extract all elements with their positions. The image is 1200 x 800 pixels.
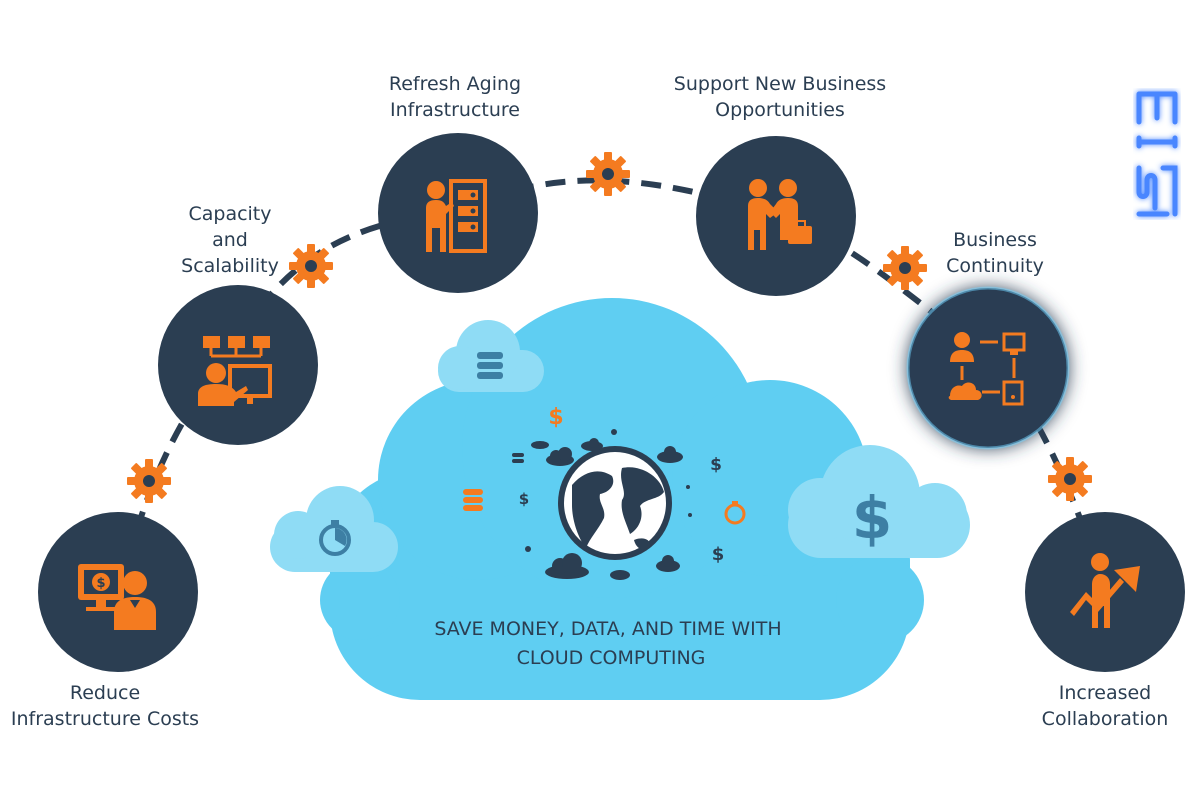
benefit-label-refresh-aging-infrastructure: Refresh Aging Infrastructure	[388, 73, 522, 121]
benefit-label-support-new-business-opportunities: Support New Business Opportunities	[673, 73, 887, 121]
dollar-icon: $	[710, 455, 722, 475]
benefit-capacity-scalability	[158, 285, 318, 445]
dollar-icon: $	[548, 405, 563, 430]
small-cloud-stopwatch	[270, 486, 398, 572]
stopwatch-icon	[319, 520, 351, 556]
stopwatch-icon	[724, 501, 746, 525]
svg-text:$: $	[96, 576, 105, 591]
person-network-monitor-icon	[198, 336, 272, 406]
benefit-business-continuity	[906, 286, 1070, 450]
benefit-label-increased-collaboration: Increased Collaboration	[1041, 682, 1169, 730]
dollar-icon: $	[519, 490, 529, 508]
cloud-headline: SAVE MONEY, DATA, AND TIME WITH CLOUD CO…	[434, 618, 787, 669]
drop-icon	[525, 546, 531, 552]
person-growth-arrow-icon	[1070, 553, 1140, 628]
gear-icon	[586, 152, 630, 196]
tiny-cloud-icon	[657, 446, 683, 463]
person-server-rack-icon	[426, 179, 487, 253]
benefit-label-business-continuity: Business Continuity	[946, 229, 1044, 277]
tiny-cloud-icon	[546, 447, 574, 466]
drop-icon	[688, 513, 692, 517]
database-icon	[463, 489, 483, 511]
database-icon	[512, 453, 524, 463]
central-cloud: $ $ $ $ $	[270, 298, 970, 700]
small-cloud-dollar: $	[788, 445, 970, 558]
database-icon	[477, 352, 503, 379]
handshake-briefcase-icon	[748, 179, 812, 250]
small-cloud-database	[438, 320, 544, 392]
tiny-cloud-icon	[581, 438, 603, 451]
drop-icon	[611, 429, 617, 435]
benefit-label-capacity-scalability: Capacity and Scalability	[181, 203, 279, 277]
eis-watermark-logo	[1136, 91, 1178, 217]
drop-icon	[686, 485, 690, 489]
dollar-icon: $	[852, 484, 892, 552]
benefit-refresh-aging-infrastructure	[378, 133, 538, 293]
tiny-cloud-icon	[531, 441, 549, 449]
benefit-increased-collaboration	[1025, 512, 1185, 672]
gear-icon	[1048, 457, 1092, 501]
tiny-cloud-icon	[610, 570, 630, 580]
dollar-icon: $	[712, 544, 725, 565]
workflow-diagram-icon	[948, 332, 1026, 406]
gear-icon	[127, 459, 171, 503]
globe-icon	[558, 446, 672, 560]
benefit-label-reduce-infrastructure-costs: Reduce Infrastructure Costs	[10, 682, 200, 730]
tiny-cloud-icon	[545, 553, 589, 579]
benefit-reduce-infrastructure-costs: $	[38, 512, 198, 672]
person-dollar-screen-icon: $	[78, 564, 156, 630]
tiny-cloud-icon	[656, 555, 680, 572]
benefit-support-new-business-opportunities	[696, 136, 856, 296]
